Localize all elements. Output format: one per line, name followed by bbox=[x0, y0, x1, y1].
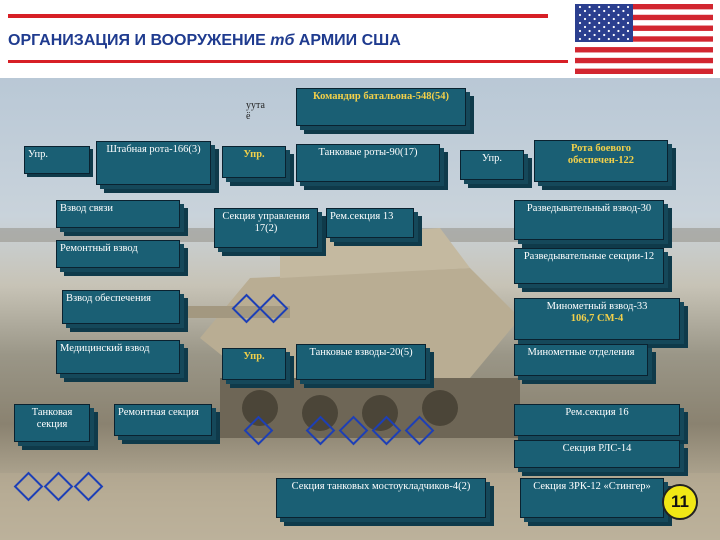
upr-tank-platoons-box: Упр. bbox=[222, 348, 286, 380]
title-end: АРМИИ США bbox=[294, 32, 401, 49]
bridge-section-box: Секция танковых мостоукладчиков-4(2) bbox=[276, 478, 486, 518]
page-title: ОРГАНИЗАЦИЯ И ВООРУЖЕНИЕ тб АРМИИ США bbox=[8, 32, 401, 50]
staff-company-box: Штабная рота-166(3) bbox=[96, 141, 211, 185]
uut-label: уута ё bbox=[246, 100, 265, 122]
supply-platoon-box: Взвод обеспечения bbox=[62, 290, 180, 324]
medical-platoon-box: Медицинский взвод bbox=[56, 340, 180, 374]
header-rule-top bbox=[8, 14, 548, 18]
upr-left-box: Упр. bbox=[24, 146, 90, 174]
repair-section-box: Ремонтная секция bbox=[114, 404, 212, 436]
title-italic: тб bbox=[270, 32, 295, 49]
tank-platoons-box: Танковые взводы-20(5) bbox=[296, 344, 426, 380]
repair-platoon-box: Ремонтный взвод bbox=[56, 240, 180, 268]
recon-sections-box: Разведывательные секции-12 bbox=[514, 248, 664, 284]
tank-section-box: Танковая секция bbox=[14, 404, 90, 442]
support-company-box: Рота боевого обеспечен-122 bbox=[534, 140, 668, 182]
upr-support-box: Упр. bbox=[460, 150, 524, 180]
radar-section-box: Секция РЛС-14 bbox=[514, 440, 680, 468]
title-text: ОРГАНИЗАЦИЯ И ВООРУЖЕНИЕ bbox=[8, 32, 271, 49]
mortar-sections-box: Минометные отделения bbox=[514, 344, 648, 376]
page-number-badge: 11 bbox=[662, 484, 698, 520]
mortar-platoon-weapons: 106,7 СМ-4 bbox=[570, 313, 624, 324]
slide-header: ОРГАНИЗАЦИЯ И ВООРУЖЕНИЕ тб АРМИИ США bbox=[0, 0, 720, 78]
upr-staff-box: Упр. bbox=[222, 146, 286, 178]
us-flag-icon bbox=[575, 4, 713, 74]
repair-section-16-box: Рем.секция 16 bbox=[514, 404, 680, 436]
header-rule-bottom bbox=[8, 60, 568, 63]
mortar-platoon-label: Минометный взвод-33 bbox=[546, 301, 648, 312]
tank-companies-box: Танковые роты-90(17) bbox=[296, 144, 440, 182]
battalion-commander-box: Командир батальона-548(54) bbox=[296, 88, 466, 126]
sam-section-box: Секция ЗРК-12 «Стингер» bbox=[520, 478, 664, 518]
mortar-platoon-box: Минометный взвод-33 106,7 СМ-4 bbox=[514, 298, 680, 340]
signal-platoon-box: Взвод связи bbox=[56, 200, 180, 228]
repair-section-13-box: Рем.секция 13 bbox=[326, 208, 414, 238]
control-section-box: Секция управления 17(2) bbox=[214, 208, 318, 248]
recon-platoon-box: Разведывательный взвод-30 bbox=[514, 200, 664, 240]
